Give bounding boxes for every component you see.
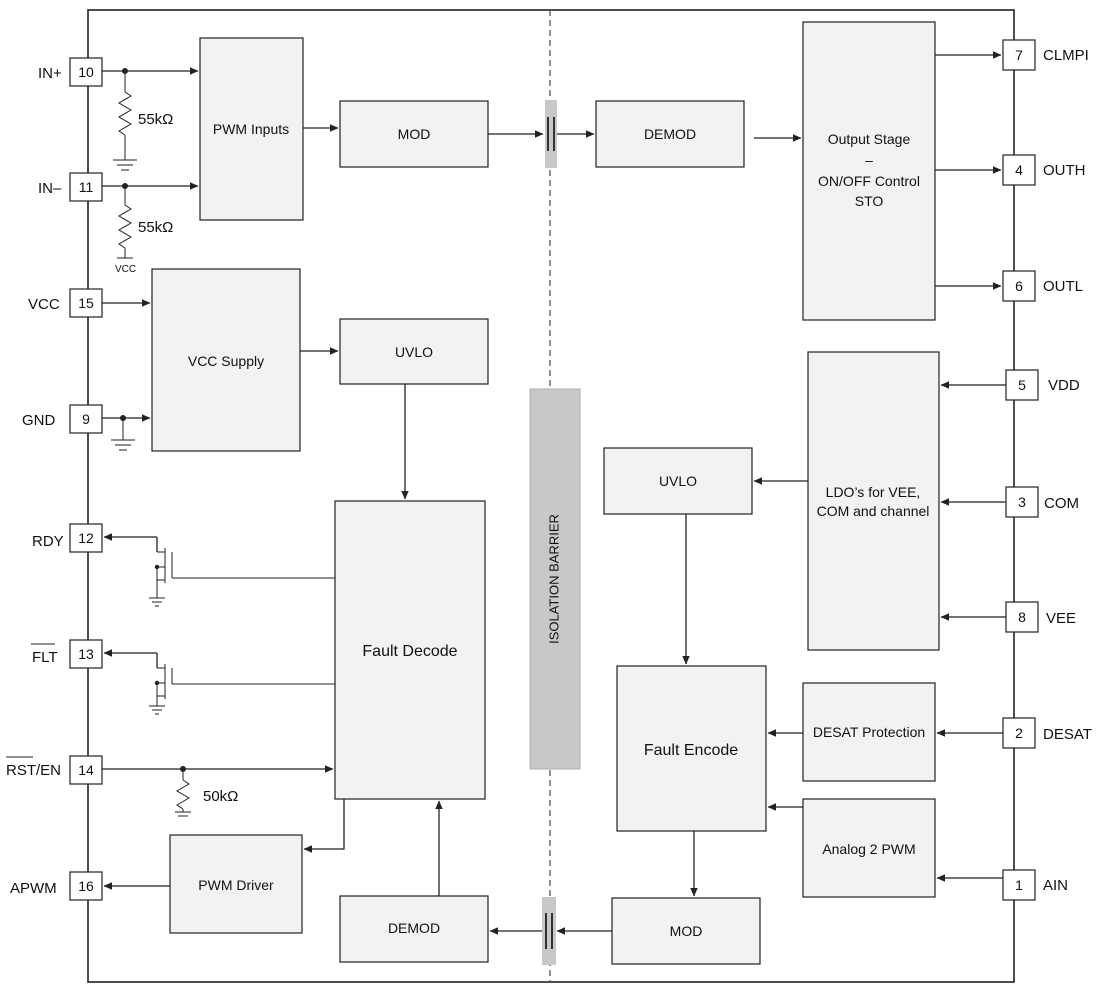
block-desat-protection: DESAT Protection xyxy=(802,682,936,782)
vcc-supply-label: VCC Supply xyxy=(188,353,264,369)
pin-15-vcc: 15 VCC xyxy=(28,288,103,318)
isolation-barrier-label: ISOLATION BARRIER xyxy=(546,514,561,644)
fault-encode-label: Fault Encode xyxy=(644,742,738,759)
output-stage-label-2: – xyxy=(865,152,873,168)
block-fault-encode: Fault Encode xyxy=(616,665,767,832)
svg-text:9: 9 xyxy=(82,411,90,427)
svg-text:10: 10 xyxy=(78,64,94,80)
desat-protection-label: DESAT Protection xyxy=(813,724,925,740)
svg-text:7: 7 xyxy=(1015,47,1023,63)
svg-text:COM: COM xyxy=(1044,495,1079,512)
output-stage-label-3: ON/OFF Control xyxy=(818,173,920,189)
block-pwm-inputs: PWM Inputs xyxy=(199,37,304,221)
pwm-inputs-label: PWM Inputs xyxy=(213,121,289,137)
ldo-label-2: COM and channel xyxy=(817,503,930,519)
svg-text:IN–: IN– xyxy=(38,180,62,197)
transistor-rdy xyxy=(103,533,335,607)
mod-bottom-label: MOD xyxy=(670,923,703,939)
fault-decode-label: Fault Decode xyxy=(362,643,457,660)
gnd-symbol xyxy=(111,415,135,451)
svg-text:11: 11 xyxy=(79,179,94,195)
block-mod-bottom: MOD xyxy=(611,897,761,965)
ldo-label-1: LDO’s for VEE, xyxy=(826,484,921,500)
pin-7-clmpi: 7 CLMPI xyxy=(1002,39,1089,71)
pin-6-outl: 6 OUTL xyxy=(1002,270,1083,302)
svg-text:4: 4 xyxy=(1015,162,1023,178)
mod-top-label: MOD xyxy=(398,126,431,142)
svg-text:RST/EN: RST/EN xyxy=(6,762,61,779)
svg-text:DESAT: DESAT xyxy=(1043,726,1092,743)
pin-14-rst-en: 14 RST/EN xyxy=(6,755,103,785)
svg-text:APWM: APWM xyxy=(10,880,57,897)
svg-text:1: 1 xyxy=(1015,877,1023,893)
isolation-capacitor-top xyxy=(545,100,557,168)
svg-text:GND: GND xyxy=(22,412,56,429)
pin-12-rdy: 12 RDY xyxy=(32,523,103,553)
svg-text:15: 15 xyxy=(78,295,94,311)
block-analog-2-pwm: Analog 2 PWM xyxy=(802,798,936,898)
demod-top-label: DEMOD xyxy=(644,126,696,142)
block-vcc-supply: VCC Supply xyxy=(151,268,301,452)
demod-bottom-label: DEMOD xyxy=(388,920,440,936)
pin-4-outh: 4 OUTH xyxy=(1002,154,1086,186)
isolation-capacitor-bottom xyxy=(542,897,556,965)
svg-text:RDY: RDY xyxy=(32,533,64,550)
svg-text:14: 14 xyxy=(78,762,94,778)
resistor-rst-en-value: 50kΩ xyxy=(203,788,238,805)
block-pwm-driver: PWM Driver xyxy=(169,834,303,934)
svg-text:AIN: AIN xyxy=(1043,877,1068,894)
pin-13-flt: 13 FLT xyxy=(31,639,103,669)
resistor-rst-en: 50kΩ xyxy=(175,766,238,817)
pin-5-vdd: 5 VDD xyxy=(1005,369,1080,401)
svg-text:2: 2 xyxy=(1015,725,1023,741)
isolation-barrier xyxy=(529,388,581,770)
svg-text:8: 8 xyxy=(1018,609,1026,625)
resistor-in-plus-value: 55kΩ xyxy=(138,111,173,128)
block-fault-decode: Fault Decode xyxy=(334,500,486,800)
svg-text:13: 13 xyxy=(78,646,94,662)
block-uvlo-left: UVLO xyxy=(339,318,489,385)
pin-9-gnd: 9 GND xyxy=(22,404,103,434)
svg-text:IN+: IN+ xyxy=(38,65,62,82)
transistor-flt xyxy=(103,649,335,715)
pin-8-vee: 8 VEE xyxy=(1005,601,1076,633)
block-demod-bottom: DEMOD xyxy=(339,895,489,963)
block-output-stage: Output Stage – ON/OFF Control STO xyxy=(802,21,936,321)
svg-text:6: 6 xyxy=(1015,278,1023,294)
svg-text:CLMPI: CLMPI xyxy=(1043,47,1089,64)
resistor-in-minus-value: 55kΩ xyxy=(138,219,173,236)
svg-text:FLT: FLT xyxy=(32,649,58,666)
uvlo-right-label: UVLO xyxy=(659,473,697,489)
vcc-rail-label: VCC xyxy=(115,264,136,275)
pin-11-in-minus: 11 IN– xyxy=(38,172,103,202)
svg-text:3: 3 xyxy=(1018,494,1026,510)
pin-1-ain: 1 AIN xyxy=(1002,869,1068,901)
pwm-driver-label: PWM Driver xyxy=(198,877,274,893)
resistor-in-minus: VCC 55kΩ xyxy=(115,183,173,275)
block-ldo: LDO’s for VEE, COM and channel xyxy=(807,351,940,651)
pin-10-in-plus: 10 IN+ xyxy=(38,57,103,87)
pin-3-com: 3 COM xyxy=(1005,486,1079,518)
svg-text:OUTL: OUTL xyxy=(1043,278,1083,295)
output-stage-label-1: Output Stage xyxy=(828,131,911,147)
block-uvlo-right: UVLO xyxy=(603,447,753,515)
svg-text:VCC: VCC xyxy=(28,296,60,313)
svg-text:VEE: VEE xyxy=(1046,610,1076,627)
output-stage-label-4: STO xyxy=(855,193,884,209)
svg-text:16: 16 xyxy=(78,878,94,894)
block-demod-top: DEMOD xyxy=(595,100,745,168)
resistor-in-plus: 55kΩ xyxy=(113,68,173,171)
pin-16-apwm: 16 APWM xyxy=(10,871,103,901)
block-mod-top: MOD xyxy=(339,100,489,168)
svg-text:VDD: VDD xyxy=(1048,377,1080,394)
pin-2-desat: 2 DESAT xyxy=(1002,717,1092,749)
analog-2-pwm-label: Analog 2 PWM xyxy=(822,841,915,857)
uvlo-left-label: UVLO xyxy=(395,344,433,360)
svg-text:12: 12 xyxy=(78,530,94,546)
svg-text:OUTH: OUTH xyxy=(1043,162,1086,179)
svg-text:5: 5 xyxy=(1018,377,1026,393)
